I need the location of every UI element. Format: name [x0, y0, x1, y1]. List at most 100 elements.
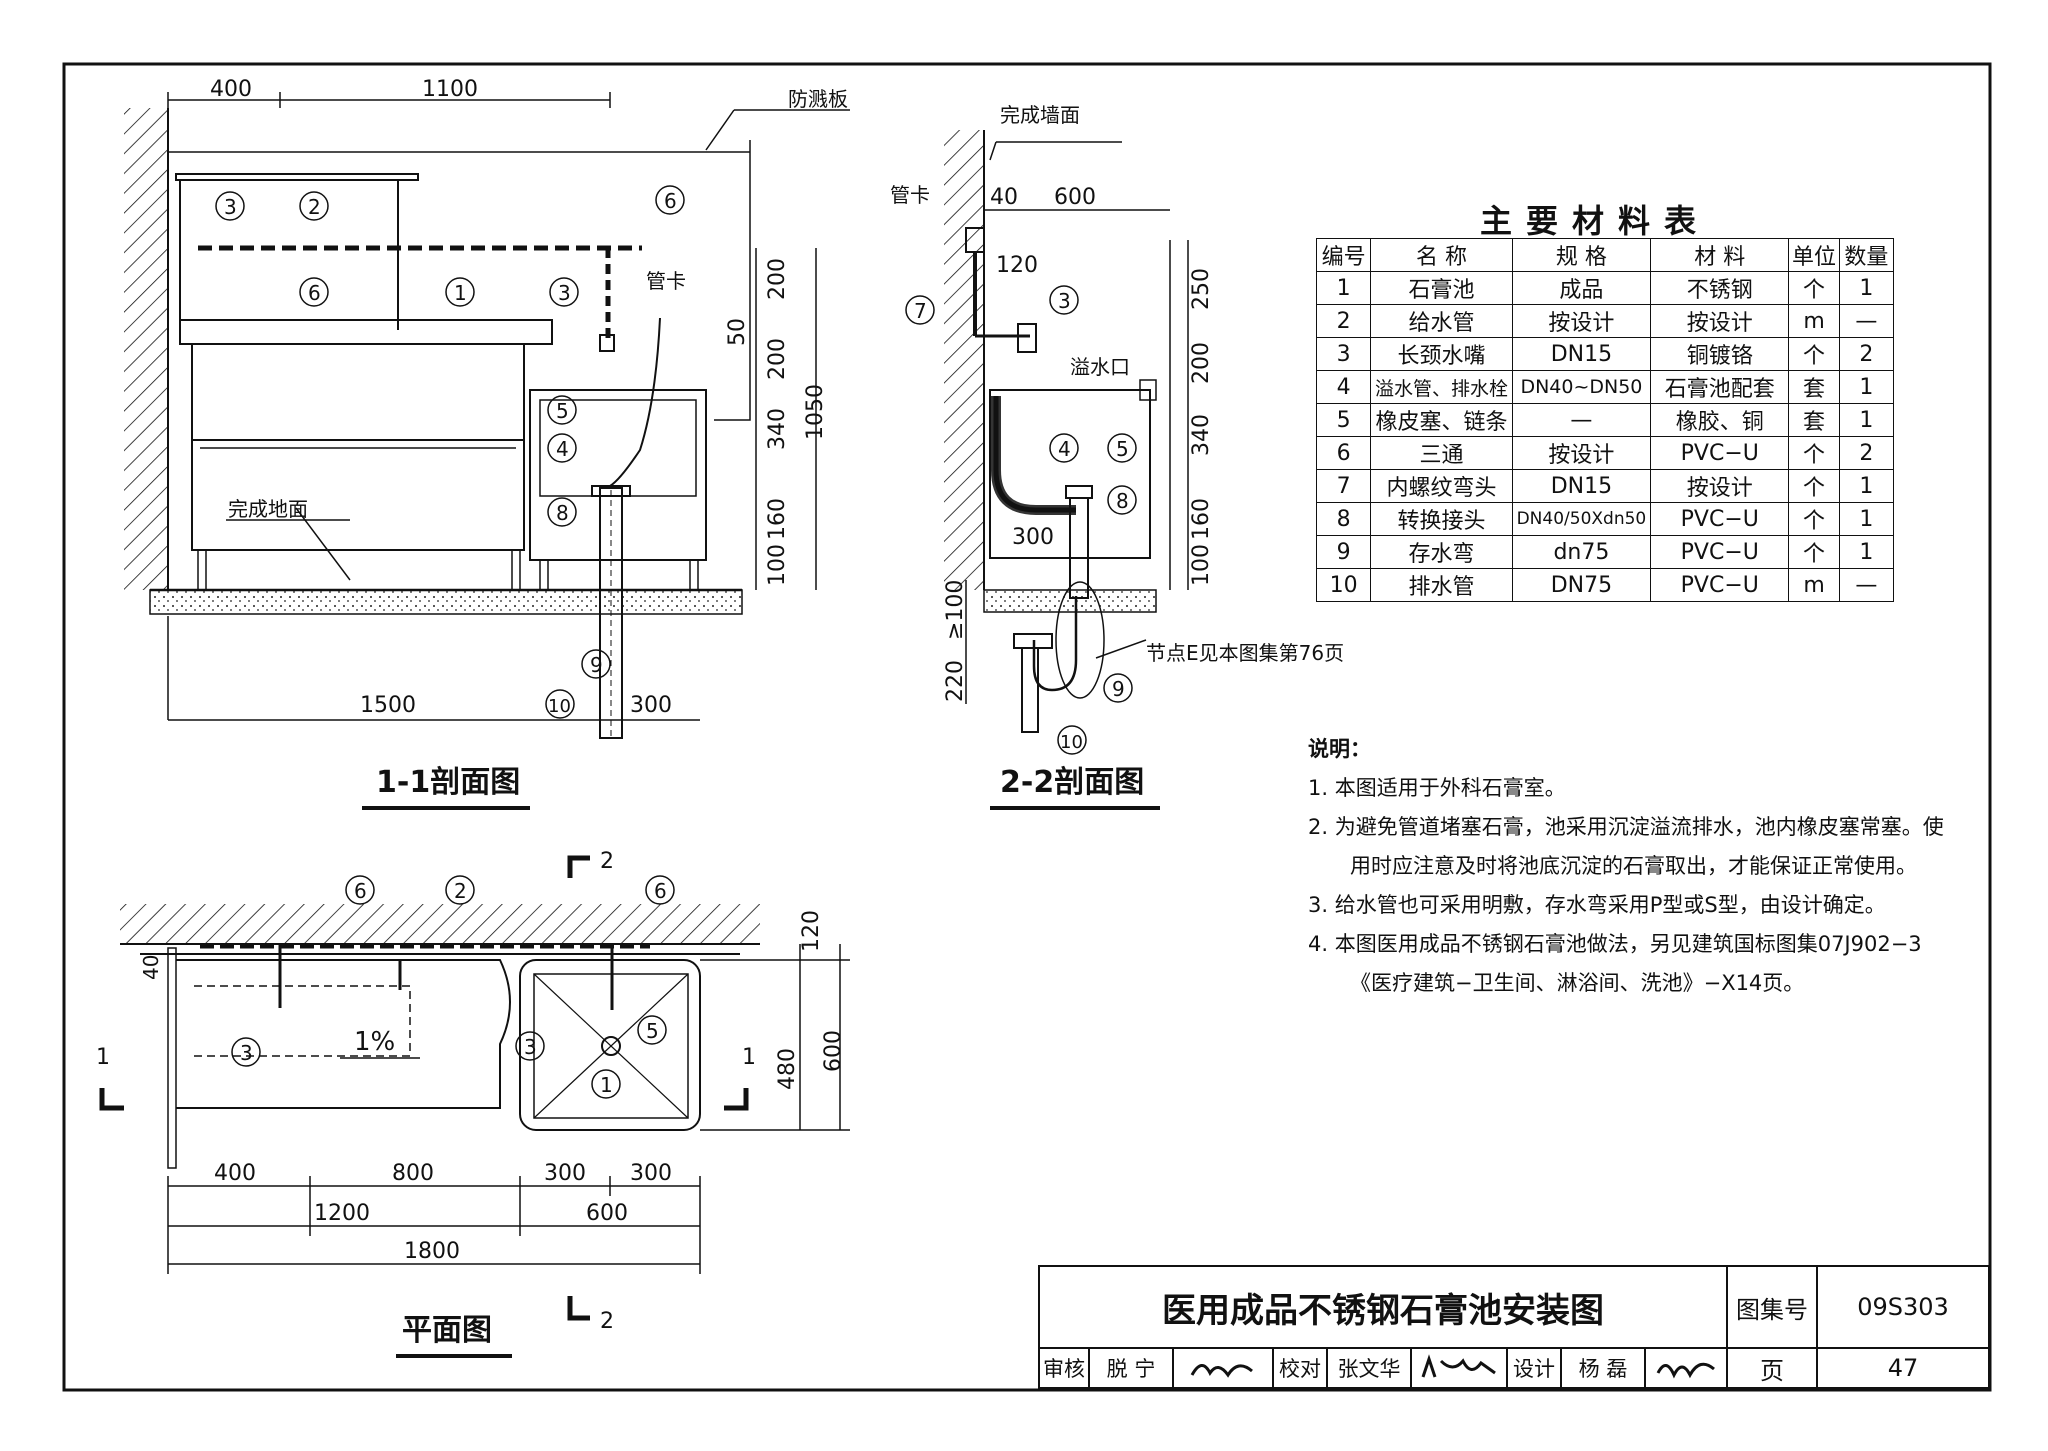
svg-text:3: 3	[240, 1041, 253, 1065]
dim-600-2: 600	[1054, 185, 1096, 210]
plan-callout-3b: 3	[515, 1031, 545, 1061]
dim-100: 100	[765, 544, 790, 586]
col-unit: 单位	[1788, 238, 1840, 272]
cell: 2	[1838, 337, 1895, 371]
svg-text:9: 9	[1112, 677, 1125, 701]
cell: 2	[1838, 436, 1895, 470]
cell: m	[1788, 304, 1840, 338]
label-splash-board: 防溅板	[788, 87, 848, 111]
note-2-cont: 用时应注意及时将池底沉淀的石膏取出，才能保证正常使用。	[1350, 854, 1917, 878]
label-overflow: 溢水口	[1070, 355, 1130, 379]
label-wall-2: 完成墙面	[1000, 103, 1080, 127]
sink-basin	[529, 389, 707, 561]
callout-1a: 1	[445, 277, 475, 307]
svg-text:1: 1	[600, 1073, 613, 1097]
cell: 1	[1838, 469, 1895, 503]
cell: 溢水管、排水栓	[1370, 370, 1513, 404]
check-label: 校对	[1272, 1347, 1328, 1389]
cell: m	[1788, 568, 1840, 602]
drain-pipe	[599, 487, 623, 739]
callout-8a: 8	[547, 497, 577, 527]
cell: 按设计	[1650, 304, 1790, 338]
callout-6b: 6	[299, 277, 329, 307]
dim-300-2: 300	[1012, 525, 1054, 550]
cell: 按设计	[1511, 436, 1652, 470]
svg-text:10: 10	[548, 696, 571, 717]
cell: 套	[1788, 403, 1840, 437]
dim-220: 220	[943, 660, 968, 702]
cell: 不锈钢	[1650, 271, 1790, 305]
review-label: 审核	[1038, 1347, 1090, 1389]
svg-text:10: 10	[1060, 732, 1083, 753]
cabinet-body	[191, 343, 525, 551]
svg-text:3: 3	[524, 1035, 537, 1059]
plan-slope: 1%	[354, 1027, 395, 1057]
plan-callout-1: 1	[591, 1069, 621, 1099]
plan-callout-2: 2	[445, 875, 475, 905]
svg-text:2: 2	[454, 879, 467, 903]
cell: 6	[1315, 436, 1372, 470]
cell: 9	[1315, 535, 1372, 569]
plan-view: 1 1 2 2 1% 400 800 300 300 1200 600 1800…	[96, 849, 850, 1358]
cell: 5	[1315, 403, 1372, 437]
design-label: 设计	[1506, 1347, 1562, 1389]
note-1: 1. 本图适用于外科石膏室。	[1308, 776, 1566, 800]
splash-board	[175, 173, 419, 181]
plan-dim-1800: 1800	[404, 1239, 460, 1264]
dim-40-2: 40	[990, 185, 1018, 210]
cell: DN75	[1511, 568, 1652, 602]
designer-name: 杨 磊	[1560, 1347, 1646, 1389]
cell: 石膏池配套	[1650, 370, 1790, 404]
section-1-1-title: 1-1剖面图	[376, 765, 520, 800]
svg-text:4: 4	[556, 437, 569, 461]
col-no: 编号	[1315, 238, 1372, 272]
dim-120-2: 120	[996, 253, 1038, 278]
svg-text:7: 7	[914, 299, 927, 323]
svg-text:4: 4	[1058, 437, 1071, 461]
label-pipe-clamp-2: 管卡	[890, 183, 930, 207]
cell: 1	[1838, 403, 1895, 437]
callout-10b: 10	[1057, 725, 1087, 755]
cell: 铜镀铬	[1650, 337, 1790, 371]
cell: 存水弯	[1370, 535, 1513, 569]
col-qty: 数量	[1838, 238, 1895, 272]
section-2-2: 完成墙面 管卡 40 600 120 溢水口 300 250 200 340 1…	[890, 103, 1344, 810]
callout-9b: 9	[1103, 673, 1133, 703]
designer-signature	[1644, 1347, 1728, 1389]
cell: 个	[1788, 535, 1840, 569]
dim-200b: 200	[765, 338, 790, 380]
cell: —	[1838, 568, 1895, 602]
cell: 橡胶、铜	[1650, 403, 1790, 437]
cell: DN40/50Xdn50	[1511, 502, 1652, 536]
plan-counter	[176, 959, 511, 1109]
svg-text:3: 3	[224, 195, 237, 219]
cell: 2	[1315, 304, 1372, 338]
svg-text:2: 2	[308, 195, 321, 219]
node-note: 节点E见本图集第76页	[1146, 641, 1344, 665]
svg-text:5: 5	[646, 1019, 659, 1043]
sheet-frame	[62, 62, 1992, 1392]
materials-header-row: 编号 名 称 规 格 材 料 单位 数量	[1315, 238, 1895, 272]
title-block: 医用成品不锈钢石膏池安装图 图集号 09S303 审核 脱 宁 校对 张文华 设…	[1038, 1265, 1990, 1390]
dim-1500: 1500	[360, 693, 416, 718]
svg-text:6: 6	[664, 189, 677, 213]
svg-text:3: 3	[1058, 289, 1071, 313]
reviewer-signature	[1172, 1347, 1274, 1389]
plan-dim-600v: 600	[821, 1030, 846, 1072]
note-3: 3. 给水管也可采用明敷，存水弯采用P型或S型，由设计确定。	[1308, 893, 1886, 917]
plan-dim-120: 120	[799, 910, 824, 952]
col-name: 名 称	[1370, 238, 1513, 272]
floor-slab	[149, 589, 743, 615]
wall-hatch	[124, 108, 168, 590]
callout-8b: 8	[1107, 485, 1137, 515]
cell: 转换接头	[1370, 502, 1513, 536]
plan-callout-3a: 3	[231, 1037, 261, 1067]
page-label: 页	[1726, 1347, 1818, 1389]
